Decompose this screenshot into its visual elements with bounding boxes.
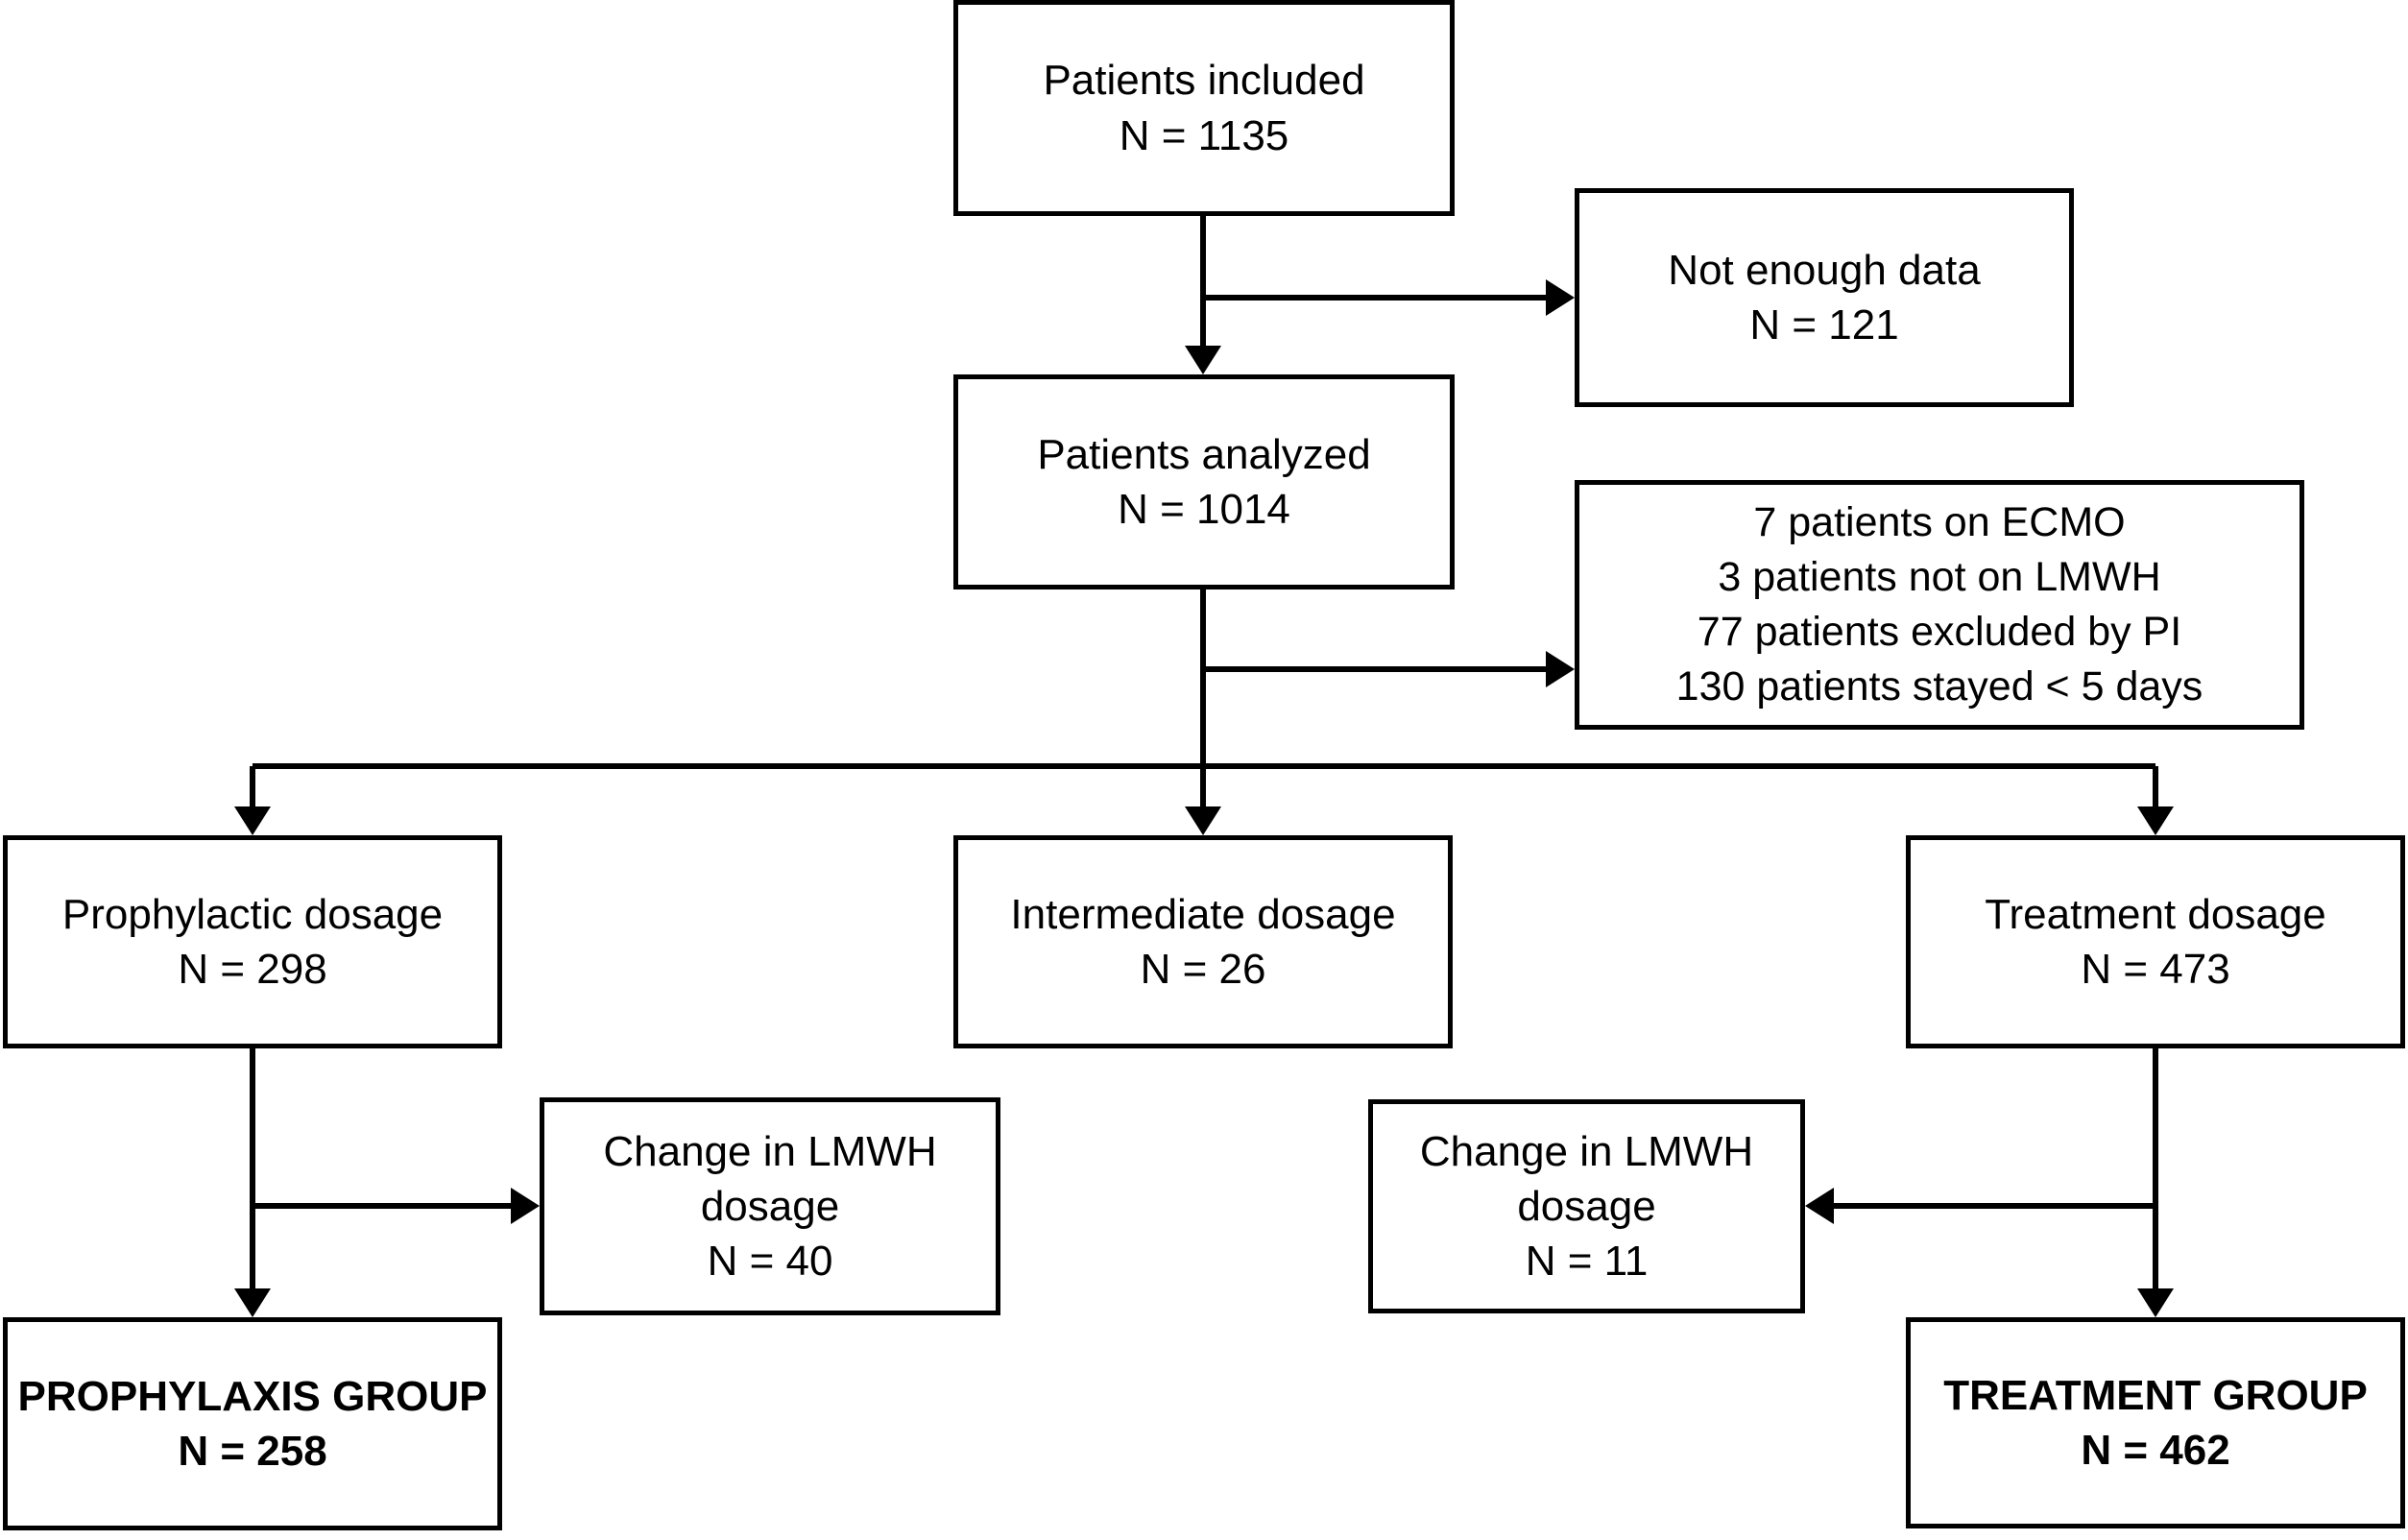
node-text-line: dosage: [1517, 1182, 1656, 1230]
node-text-line: dosage: [700, 1182, 840, 1230]
patients-included-box: Patients included N = 1135: [953, 0, 1455, 216]
node-text-line: Not enough data: [1668, 246, 1981, 294]
not-enough-data-box: Not enough data N = 121: [1575, 188, 2074, 407]
node-text-line: 7 patients on ECMO: [1753, 498, 2126, 545]
node-text-line: Treatment dosage: [1985, 890, 2326, 938]
arrowhead-group: [234, 279, 2174, 1317]
treatment-dosage-box: Treatment dosage N = 473: [1906, 835, 2405, 1048]
node-text-line: N = 473: [2081, 946, 2230, 993]
node-text-line: N = 40: [707, 1238, 833, 1286]
node-text-line: N = 1014: [1118, 486, 1290, 533]
node-text-line: 130 patients stayed < 5 days: [1675, 663, 2203, 710]
prophylaxis-group-box: PROPHYLAXIS GROUP N = 258: [3, 1317, 502, 1530]
node-text-line: N = 121: [1749, 301, 1899, 349]
node-text-line: Prophylactic dosage: [61, 890, 444, 938]
node-text-line: N = 462: [2081, 1427, 2230, 1474]
connector-treatment-to-treatment-group-arrowhead: [2137, 1288, 2174, 1317]
treatment-group-box: TREATMENT GROUP N = 462: [1906, 1317, 2405, 1528]
node-text-line: Change in LMWH: [1419, 1127, 1754, 1175]
node-text-line: N = 258: [178, 1428, 327, 1475]
connector-branch-to-treatment-arrowhead: [2137, 806, 2174, 835]
node-text-line: N = 11: [1525, 1238, 1649, 1286]
exclusions-box: 7 patients on ECMO 3 patients not on LMWH…: [1575, 480, 2304, 730]
node-text-line: 77 patients excluded by PI: [1697, 609, 2182, 655]
node-text-line: Patients included: [1043, 57, 1365, 105]
connector-prophylactic-to-change-lmwh-left-arrowhead: [511, 1188, 540, 1224]
node-text-line: Change in LMWH: [603, 1127, 937, 1175]
change-in-lmwh-dosage-right-box: Change in LMWH dosage N = 11: [1368, 1099, 1805, 1313]
intermediate-dosage-box: Intermediate dosage N = 26: [953, 835, 1453, 1048]
connector-treatment-to-change-lmwh-right-arrowhead: [1805, 1188, 1834, 1224]
node-text-line: N = 298: [178, 946, 327, 993]
node-text-line: N = 1135: [1119, 111, 1289, 159]
connector-branch-to-prophylactic-arrowhead: [234, 806, 271, 835]
patients-analyzed-box: Patients analyzed N = 1014: [953, 374, 1455, 590]
connector-to-exclusions-arrowhead: [1546, 651, 1575, 687]
node-text-line: TREATMENT GROUP: [1943, 1371, 2368, 1419]
node-text-line: 3 patients not on LMWH: [1718, 553, 2161, 600]
connector-included-to-analyzed-arrowhead: [1185, 346, 1221, 374]
connector-to-not-enough-data-arrowhead: [1546, 279, 1575, 316]
node-text-line: Intermediate dosage: [1010, 890, 1396, 938]
node-text-line: PROPHYLAXIS GROUP: [17, 1372, 488, 1420]
connector-group: [250, 216, 2158, 1310]
node-text-line: Patients analyzed: [1037, 430, 1371, 478]
connector-prophylactic-to-prophylaxis-group-arrowhead: [234, 1288, 271, 1317]
change-in-lmwh-dosage-left-box: Change in LMWH dosage N = 40: [540, 1097, 1000, 1315]
prophylactic-dosage-box: Prophylactic dosage N = 298: [3, 835, 502, 1048]
connector-branch-to-intermediate-arrowhead: [1185, 806, 1221, 835]
node-text-line: N = 26: [1140, 946, 1266, 993]
